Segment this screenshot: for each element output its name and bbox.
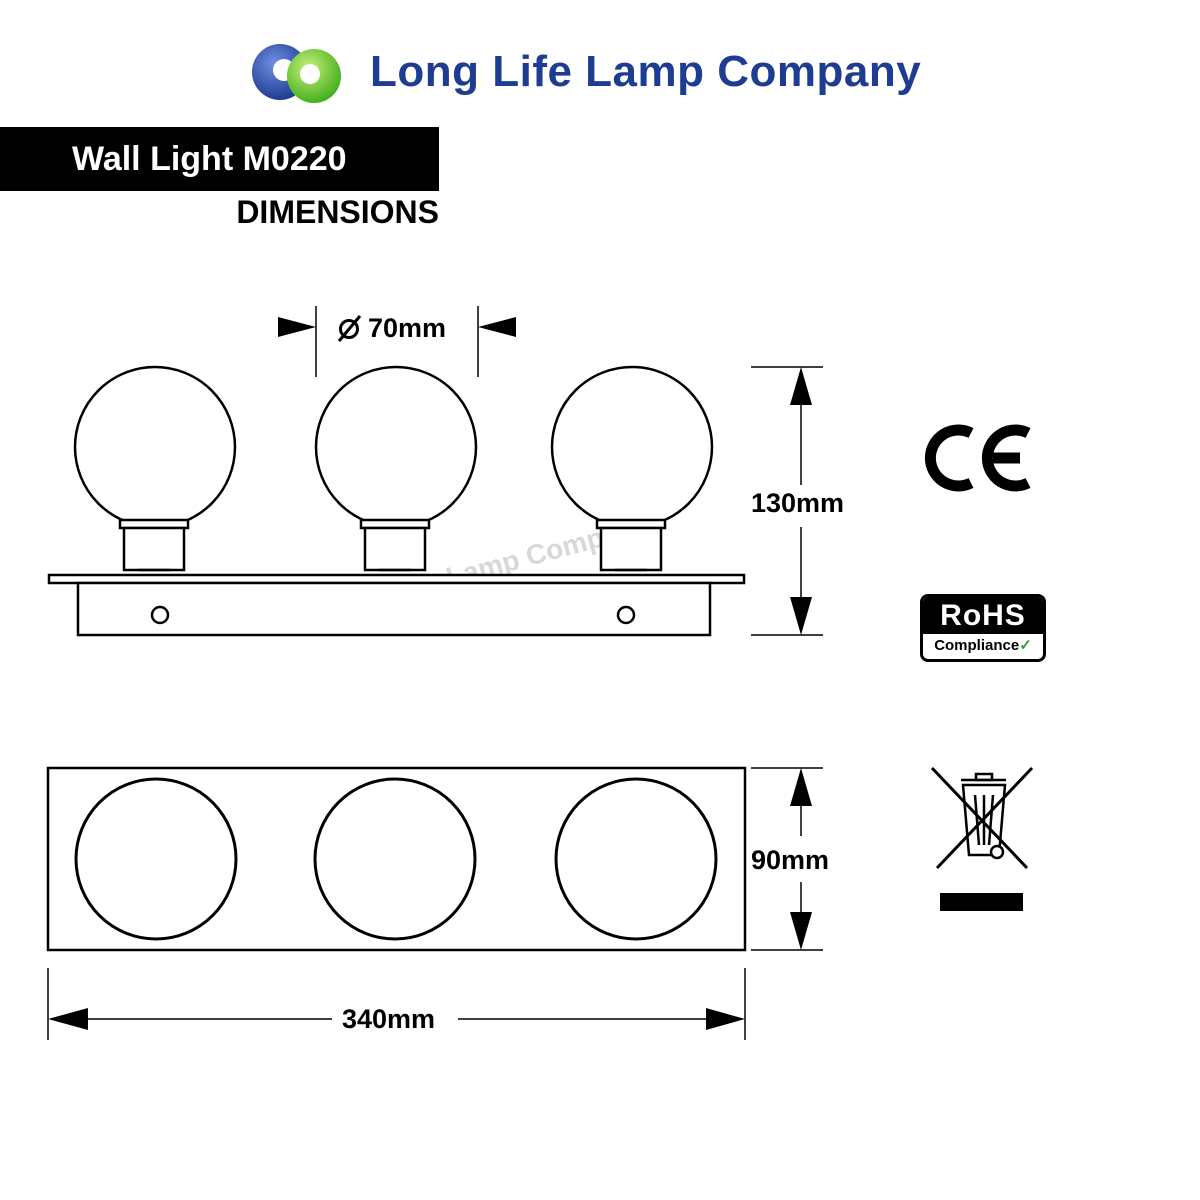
backplate-body [76, 581, 712, 637]
checkmark-icon: ✓ [1019, 637, 1032, 654]
arrow-left-icon [478, 317, 516, 337]
arrow-right-icon [278, 317, 316, 337]
globe-right [550, 365, 714, 529]
width-label: 340mm [342, 1004, 435, 1034]
arrow-down-icon [790, 597, 812, 635]
screw-hole-left [150, 605, 170, 625]
arrow-down-icon [790, 912, 812, 950]
rohs-compliance-badge: RoHS Compliance✓ [920, 594, 1046, 662]
screw-hole-right [616, 605, 636, 625]
rohs-label: Compliance [934, 637, 1020, 654]
height-dimension: 130mm [751, 366, 844, 636]
top-view [46, 766, 747, 952]
company-name: Long Life Lamp Company [370, 47, 922, 96]
width-dimension: 340mm [47, 968, 746, 1040]
section-subtitle: DIMENSIONS [236, 194, 439, 230]
arrow-right-icon [706, 1008, 745, 1030]
side-view [47, 365, 746, 637]
top-view-plate [46, 766, 747, 952]
depth-dimension: 90mm [751, 767, 829, 951]
arrow-up-icon [790, 768, 812, 806]
height-label: 130mm [751, 488, 844, 518]
company-logo-icon [252, 44, 341, 103]
globe-left [73, 365, 237, 529]
crossed-out-wheelie-bin-icon [930, 766, 1034, 911]
top-globe-left [74, 777, 238, 941]
depth-label: 90mm [751, 845, 829, 875]
rohs-title: RoHS [923, 597, 1043, 634]
ce-mark-icon [924, 424, 1031, 492]
globe-center [314, 365, 478, 529]
top-globe-center [313, 777, 477, 941]
diameter-symbol-icon [337, 315, 362, 342]
product-title: Wall Light M0220 [0, 127, 439, 191]
diameter-dimension: 70mm [278, 306, 516, 377]
arrow-left-icon [48, 1008, 88, 1030]
header: Long Life Lamp Company [250, 40, 921, 104]
diameter-label: 70mm [368, 313, 446, 343]
top-globe-right [554, 777, 718, 941]
arrow-up-icon [790, 367, 812, 405]
